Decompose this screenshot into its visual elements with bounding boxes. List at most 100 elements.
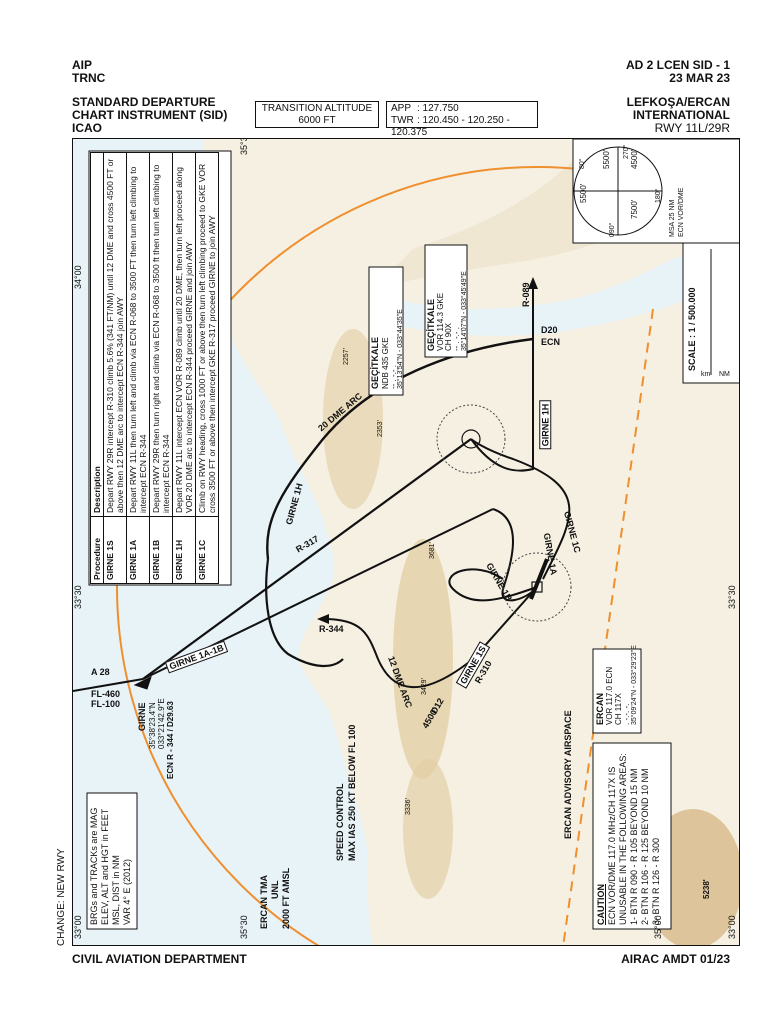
- title-line-1: STANDARD DEPARTURE: [72, 95, 216, 109]
- elevation-2353: 2353': [377, 420, 384, 437]
- change-note: CHANGE: NEW RWY: [56, 848, 67, 946]
- msa-sector-5500-a: 5500': [579, 183, 588, 203]
- table-row: GIRNE 1A Depart RWY 11L then turn left a…: [126, 152, 150, 584]
- ridge-3: [403, 759, 453, 899]
- procedure-table: Procedure Description GIRNE 1S Depart RW…: [90, 152, 230, 584]
- trnc-text: TRNC: [72, 71, 106, 85]
- title-line-2: CHART INSTRUMENT (SID): [72, 108, 228, 122]
- elevation-5238: 5238': [702, 879, 711, 899]
- scale-label: SCALE : 1 / 500.000: [687, 287, 697, 371]
- notes-box-frame: [86, 792, 138, 930]
- r089-label: R-089: [521, 282, 531, 307]
- table-row: GIRNE 1H Depart RWY 11L intercept ECN VO…: [172, 152, 196, 584]
- note-line-1: BRGs and TRACKs are MAG: [89, 807, 99, 925]
- gke-vor-coord: 35°14'07"N - 033°45'49"E: [461, 271, 468, 351]
- col-description: Description: [90, 152, 104, 517]
- msa-sector-7500: 7500': [630, 199, 639, 219]
- gke-compass-rose: [436, 404, 506, 474]
- col-procedure: Procedure: [90, 516, 104, 584]
- r089-arrow: [528, 277, 538, 289]
- aerodrome-name: LEFKOŞA/ERCAN INTERNATIONAL RWY 11L/29R: [530, 96, 730, 135]
- r317-track: [142, 438, 472, 680]
- advisory-airspace-label: ERCAN ADVISORY AIRSPACE: [563, 710, 573, 839]
- app-frequency: : 127.750: [417, 103, 459, 114]
- fl-lower-label: FL-100: [91, 699, 121, 709]
- gke-vor-symbol: [461, 429, 481, 449]
- title-line-3: ICAO: [72, 121, 102, 135]
- girne-1h-label-b: GIRNE 1H: [539, 400, 552, 450]
- girne-1s-path: [322, 586, 538, 689]
- ridge-1: [323, 329, 383, 509]
- procedure-desc: Depart RWY 11L intercept ECN VOR R-089 c…: [172, 152, 196, 517]
- scale-nm-label: NM: [719, 371, 730, 378]
- aip-text: AIP: [72, 58, 93, 72]
- procedure-desc: Depart RWY 29R then turn right and climb…: [149, 152, 173, 517]
- note-line-4: VAR 4° E (2012): [122, 859, 132, 925]
- girne-1b-path: [448, 568, 538, 602]
- procedure-name: GIRNE 1H: [172, 516, 196, 584]
- table-row: GIRNE 1S Depart RWY 29R intercept R-310 …: [103, 152, 127, 584]
- aip-label: AIP TRNC: [72, 59, 105, 85]
- procedure-name: GIRNE 1S: [103, 516, 127, 584]
- table-row: GIRNE 1B Depart RWY 29R then turn right …: [149, 152, 173, 584]
- msa-sector-5500-b: 5500': [602, 149, 611, 169]
- airway-a28: [73, 678, 144, 692]
- lon-3330-left: 33°30: [73, 585, 83, 609]
- twr-frequency: : 120.450 - 120.250 - 120.375: [391, 115, 510, 138]
- gke-vor-box-frame: [424, 244, 468, 358]
- ecn-label: ECN: [541, 337, 561, 347]
- caution-line-3: 1- BTN R 090 - R 105 BEYOND 15 NM: [629, 768, 639, 925]
- tma-upper: UNL: [270, 880, 280, 900]
- ridge-2: [393, 539, 453, 779]
- procedure-desc: Depart RWY 29R intercept R-310 climb 5.6…: [103, 152, 127, 517]
- elevation-3429: 3429': [421, 678, 428, 695]
- aerodrome-line-1: LEFKOŞA/ERCAN: [626, 95, 730, 109]
- caution-line-1: ECN VOR/DME 117.0 MHz/CH 117X IS: [607, 766, 617, 925]
- gke-ndb-box-frame: [368, 266, 404, 396]
- frequency-box: APP: 127.750 TWR: 120.450 - 120.250 - 12…: [386, 101, 538, 138]
- chart-id: AD 2 LCEN SID - 1 23 MAR 23: [490, 59, 730, 85]
- twr-label: TWR: [391, 115, 414, 126]
- procedure-name: GIRNE 1A: [126, 516, 150, 584]
- ecn-compass-rose: [502, 552, 572, 622]
- procedure-desc: Depart RWY 11L then turn left and climb …: [126, 152, 150, 517]
- girne-1c-path: [470, 438, 571, 580]
- msa-reference: ECN VOR/DME: [678, 187, 685, 237]
- lon-33-left: 33°00: [73, 915, 83, 939]
- caution-line-5: 3- BTN R 126 - R 300: [651, 837, 661, 925]
- runway-text: RWY 11L/29R: [654, 121, 730, 135]
- range-circle: [116, 166, 739, 945]
- procedure-name: GIRNE 1C: [195, 516, 219, 584]
- transition-value: 6000 FT: [298, 115, 336, 126]
- d20-label: D20: [541, 325, 558, 335]
- transition-label: TRANSITION ALTITUDE: [261, 103, 373, 114]
- footer-amendment: AIRAC AMDT 01/23: [621, 952, 730, 966]
- chart-ref-text: AD 2 LCEN SID - 1: [625, 58, 730, 72]
- advisory-boundary: [562, 308, 654, 945]
- footer-department: CIVIL AVIATION DEPARTMENT: [72, 952, 247, 966]
- msa-bearing-270: 270°: [623, 144, 630, 159]
- elevation-2257: 2257': [343, 348, 350, 365]
- procedure-desc: Climb on RWY heading, cross 1000 FT or a…: [195, 152, 219, 517]
- msa-bearing-090: 090°: [609, 222, 616, 237]
- r089-track: [470, 339, 534, 472]
- procedure-name: GIRNE 1B: [149, 516, 173, 584]
- dme20-arc-path: [266, 337, 534, 560]
- ercan-box-frame: [592, 648, 642, 734]
- r344-arrow: [317, 614, 329, 624]
- msa-bearing-080: 80°: [579, 158, 586, 169]
- lon-3330-right: 33°30: [727, 585, 737, 609]
- lat-label-top-left: 35°30: [239, 138, 249, 155]
- caution-box-frame: [592, 742, 672, 930]
- caution-line-4: 2- BTN R 106 - R 125 BEYOND 10 NM: [640, 768, 650, 925]
- speed-control-value: MAX IAS 250 KT BELOW FL 100: [347, 724, 357, 861]
- fl-upper-label: FL-460: [91, 689, 121, 699]
- caution-title: CAUTION: [596, 884, 606, 925]
- ercan-coord: 35°09'24"N - 033°29'23"E: [631, 645, 638, 725]
- runway-symbol: [529, 558, 549, 600]
- girne-waypoint: [133, 676, 152, 690]
- chart-map: Procedure Description GIRNE 1S Depart RW…: [72, 138, 740, 946]
- tma-name: ERCAN TMA: [259, 875, 269, 929]
- scale-km-label: km: [701, 371, 711, 378]
- note-line-2: ELEV, ALT and HGT in FEET: [100, 808, 110, 925]
